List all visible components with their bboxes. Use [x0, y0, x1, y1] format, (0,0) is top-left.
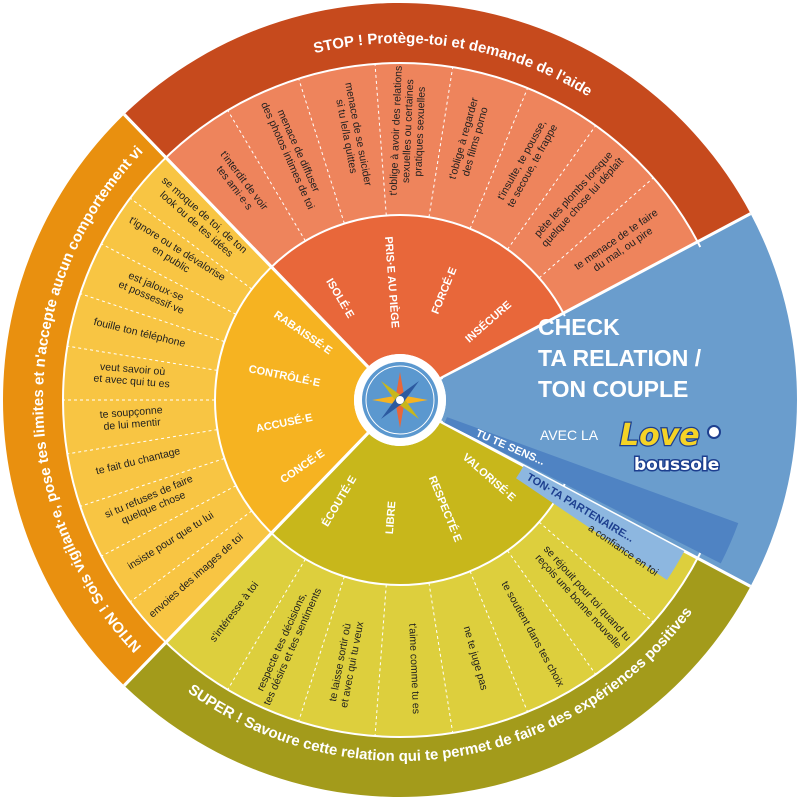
behavior-divider: [298, 78, 345, 224]
behavior-divider: [428, 582, 454, 733]
stop-feeling-sector: [271, 215, 564, 379]
center-title-line-2: TA RELATION /: [538, 345, 702, 371]
behavior-divider: [507, 550, 597, 675]
behavior-divider: [374, 63, 387, 216]
compass-rose-icon: [372, 372, 428, 428]
super-feeling-sector: [271, 421, 564, 585]
behavior-divider: [101, 243, 237, 315]
wheel-zones: [3, 2, 751, 797]
attention-feeling-sector: [214, 266, 369, 534]
behavior-divider: [67, 429, 218, 455]
hub-inner-ring: [365, 365, 435, 435]
behavior-divider: [507, 125, 597, 250]
center-title-line-3: TON COUPLE: [538, 376, 688, 402]
behavior-divider: [469, 571, 529, 713]
super-behavior-band: [165, 486, 698, 737]
behavior-divider: [538, 521, 654, 623]
super-feeling-label: LIBRE: [384, 501, 398, 535]
partenaire-strip: [516, 465, 685, 581]
stop-behavior-band: [165, 62, 698, 314]
behavior-divider: [428, 67, 454, 218]
behavior-divider: [469, 87, 529, 229]
attention-behavior-item: te soupçonnede lui mentir: [99, 404, 164, 433]
compass-hub: [354, 354, 446, 446]
center-title-line-1: CHECK: [538, 314, 620, 340]
center-panel: CHECK TA RELATION / TON COUPLE AVEC LA L…: [538, 314, 721, 477]
behavior-divider: [80, 293, 225, 343]
behavior-divider: [298, 576, 345, 722]
behavior-divider: [538, 177, 654, 279]
behavior-divider: [374, 584, 387, 737]
behavior-divider: [129, 510, 253, 603]
stop-ring-band: [124, 2, 751, 242]
center-avec-label: AVEC LA: [540, 427, 599, 443]
behavior-divider: [80, 457, 225, 507]
blue-cover: [442, 220, 796, 580]
logo-boussole-text: boussole: [634, 455, 719, 475]
behavior-divider: [67, 345, 218, 371]
zone-divider: [123, 113, 370, 368]
divider-lines: [62, 62, 796, 738]
super-behavior-item: t'aime comme tu es: [406, 623, 422, 714]
behavior-divider: [101, 485, 237, 557]
behavior-divider: [227, 558, 306, 690]
stop-behavior-item: t'oblige à avoir des relationssexuelles …: [387, 65, 428, 196]
logo-love-text: Love: [620, 418, 700, 453]
tu-te-sens-strip: [444, 417, 739, 564]
logo-star-icon: [707, 425, 721, 439]
zone-divider: [123, 432, 370, 687]
love-boussole-logo: Love boussole: [619, 417, 721, 477]
super-ring-band: [124, 558, 751, 797]
attention-ring-band: [3, 114, 166, 686]
attention-behavior-band: [62, 157, 272, 643]
behavior-divider: [129, 197, 253, 290]
behavior-divider: [227, 110, 306, 242]
zone-divider: [439, 212, 752, 380]
